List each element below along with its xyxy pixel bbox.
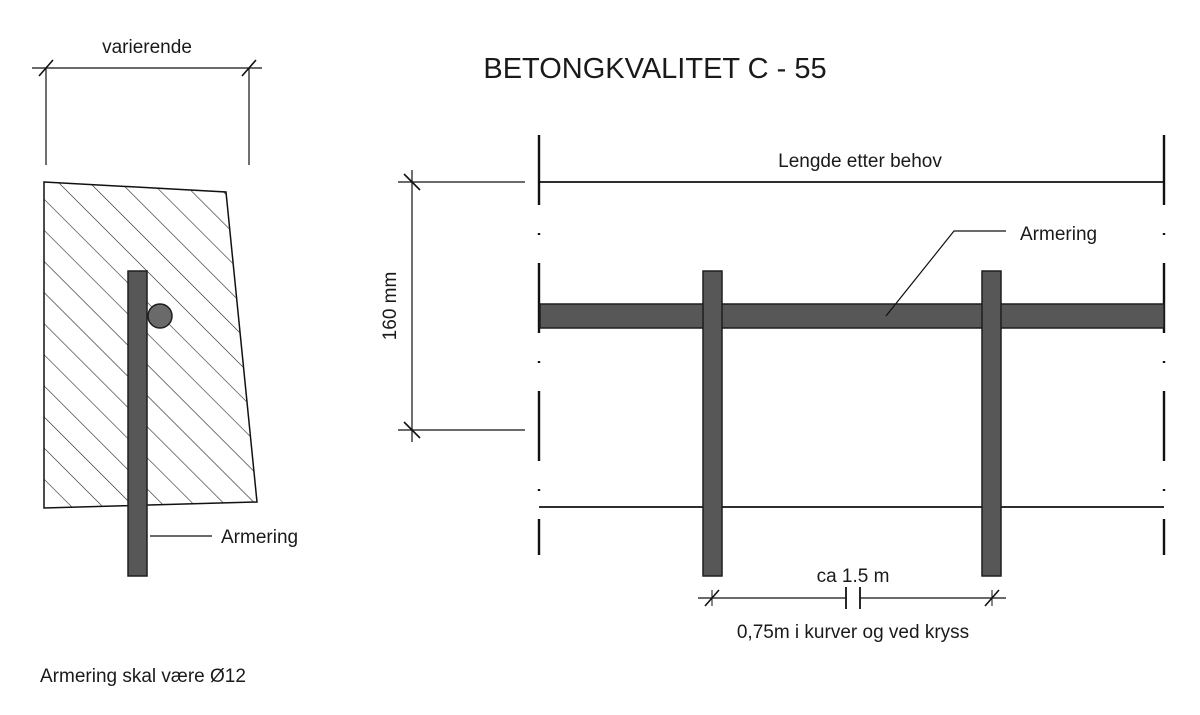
spacing-note: 0,75m i kurver og ved kryss — [737, 622, 969, 643]
section-rebar-label: Armering — [221, 527, 298, 548]
length-label: Lengde etter behov — [778, 151, 942, 172]
elevation-rebar-leader — [885, 230, 1006, 317]
height-label: 160 mm — [380, 272, 401, 341]
section-view: varierende Armering — [32, 37, 298, 577]
spacing-label: ca 1.5 m — [817, 566, 890, 587]
elevation-rebar-horizontal — [539, 303, 1165, 329]
elevation-rebar-label: Armering — [1020, 224, 1097, 245]
height-dimension: 160 mm — [380, 170, 525, 442]
elevation-rebar-vertical-left — [702, 270, 723, 577]
rebar-diameter-note: Armering skal være Ø12 — [40, 666, 246, 687]
section-rebar-vertical — [127, 270, 148, 577]
concrete-section — [43, 181, 258, 509]
elevation-view: Lengde etter behov 160 mm Armering — [380, 135, 1166, 643]
elevation-rebar-vertical-right — [981, 270, 1002, 577]
width-dimension: varierende — [32, 37, 262, 165]
width-label: varierende — [102, 37, 192, 58]
section-rebar-crosssection — [147, 303, 173, 329]
spacing-dimension: ca 1.5 m 0,75m i kurver og ved kryss — [698, 566, 1006, 643]
drawing-title: BETONGKVALITET C - 55 — [483, 53, 826, 85]
